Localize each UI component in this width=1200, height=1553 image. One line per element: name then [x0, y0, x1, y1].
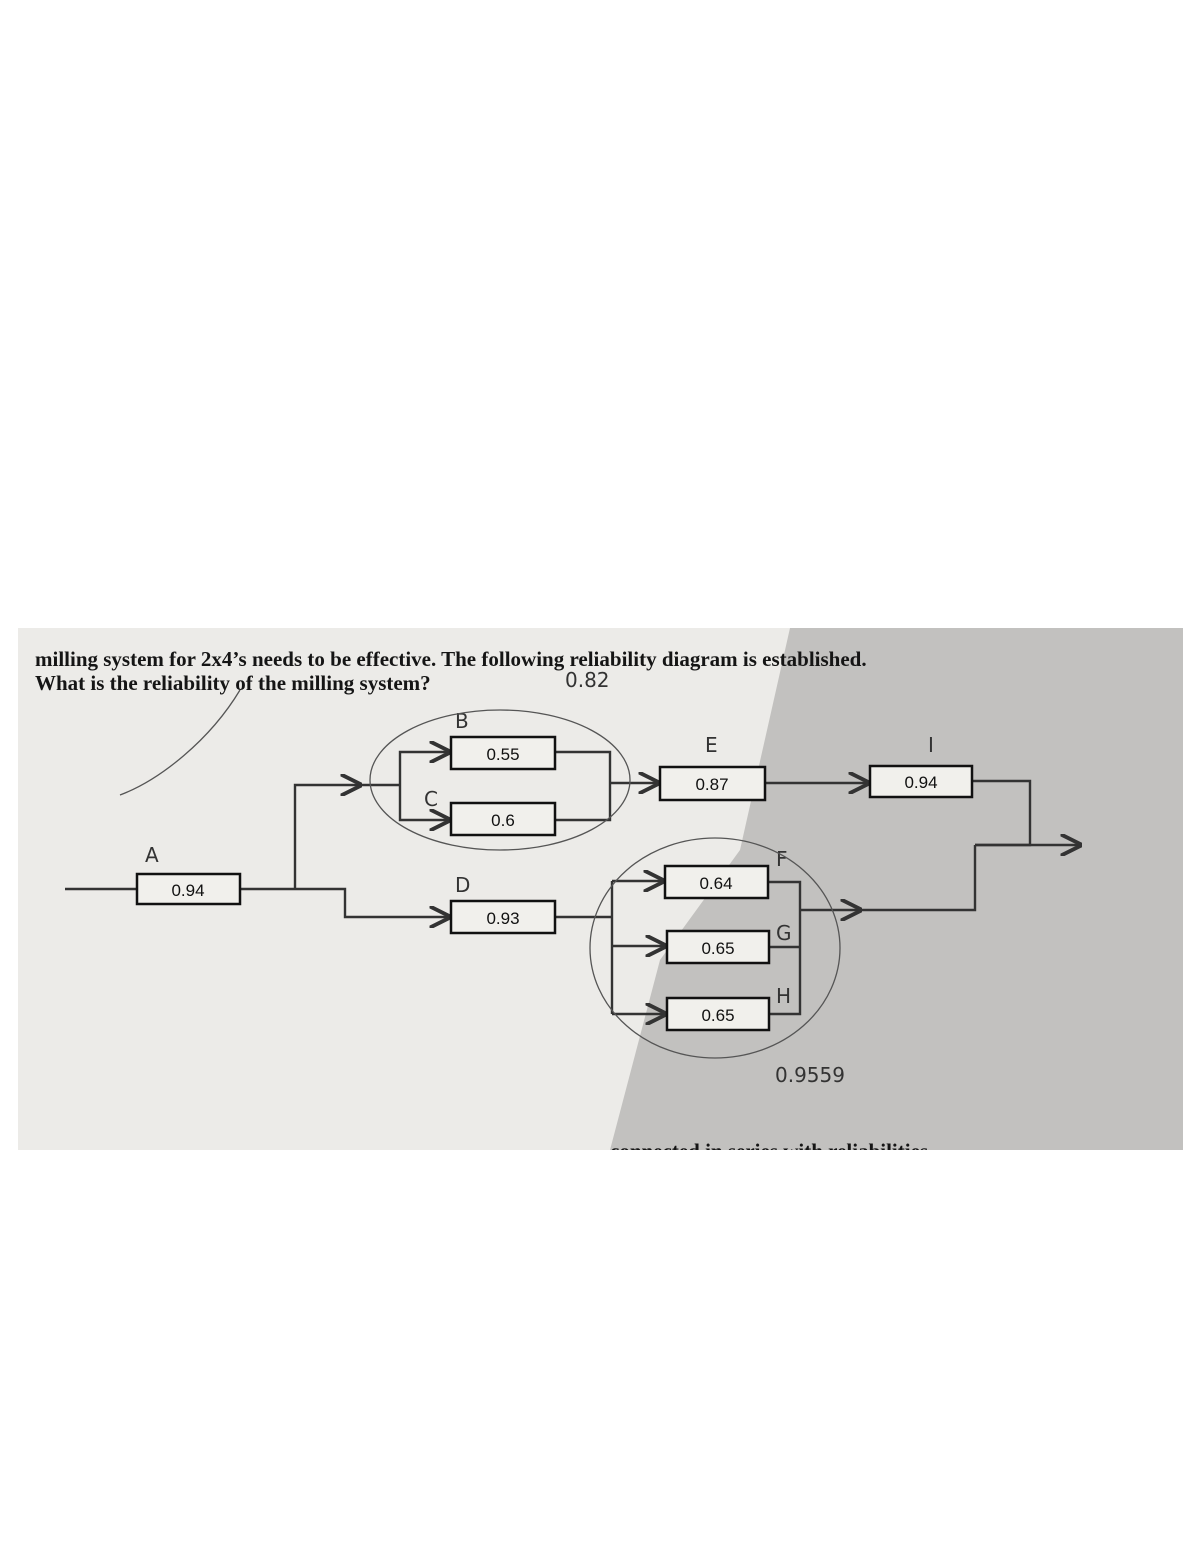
label-C: C	[424, 787, 438, 811]
handwritten-annotations: A B C D E F G H I 0.82 0.9559	[119, 668, 934, 1087]
svg-text:0.65: 0.65	[701, 939, 734, 958]
svg-text:0.6: 0.6	[491, 811, 515, 830]
component-A: 0.94	[135, 872, 242, 906]
label-I: I	[928, 733, 934, 757]
pen-stroke	[119, 689, 241, 796]
document-photo: milling system for 2x4’s needs to be eff…	[18, 628, 1183, 1150]
svg-text:0.64: 0.64	[699, 874, 732, 893]
label-E: E	[705, 733, 718, 757]
bc-parallel-result: 0.82	[565, 668, 610, 692]
svg-text:0.55: 0.55	[486, 745, 519, 764]
svg-text:0.94: 0.94	[171, 881, 204, 900]
svg-text:0.87: 0.87	[695, 775, 728, 794]
label-H: H	[776, 984, 791, 1008]
component-D: 0.93	[449, 899, 557, 935]
component-I: 0.94	[868, 764, 974, 799]
fgh-circle	[589, 837, 841, 1059]
component-H: 0.65	[665, 996, 771, 1032]
component-B: 0.55	[449, 735, 557, 771]
label-A: A	[145, 843, 159, 867]
component-C: 0.6	[449, 801, 557, 837]
svg-text:0.65: 0.65	[701, 1006, 734, 1025]
label-B: B	[455, 709, 469, 733]
connections	[65, 752, 1080, 1014]
label-G: G	[776, 921, 792, 945]
component-E: 0.87	[658, 765, 767, 802]
component-F: 0.64	[663, 864, 770, 900]
label-D: D	[455, 873, 470, 897]
label-F: F	[776, 847, 788, 871]
bc-circle	[369, 709, 631, 851]
component-G: 0.65	[665, 929, 771, 965]
svg-text:0.93: 0.93	[486, 909, 519, 928]
fgh-parallel-result: 0.9559	[775, 1063, 845, 1087]
question-line-1: milling system for 2x4’s needs to be eff…	[35, 647, 867, 671]
question-line-2: What is the reliability of the milling s…	[35, 671, 431, 695]
svg-text:0.94: 0.94	[904, 773, 937, 792]
reliability-diagram: milling system for 2x4’s needs to be eff…	[35, 628, 1183, 1150]
question-cut-line: connected in series with reliabilities	[610, 1139, 928, 1150]
